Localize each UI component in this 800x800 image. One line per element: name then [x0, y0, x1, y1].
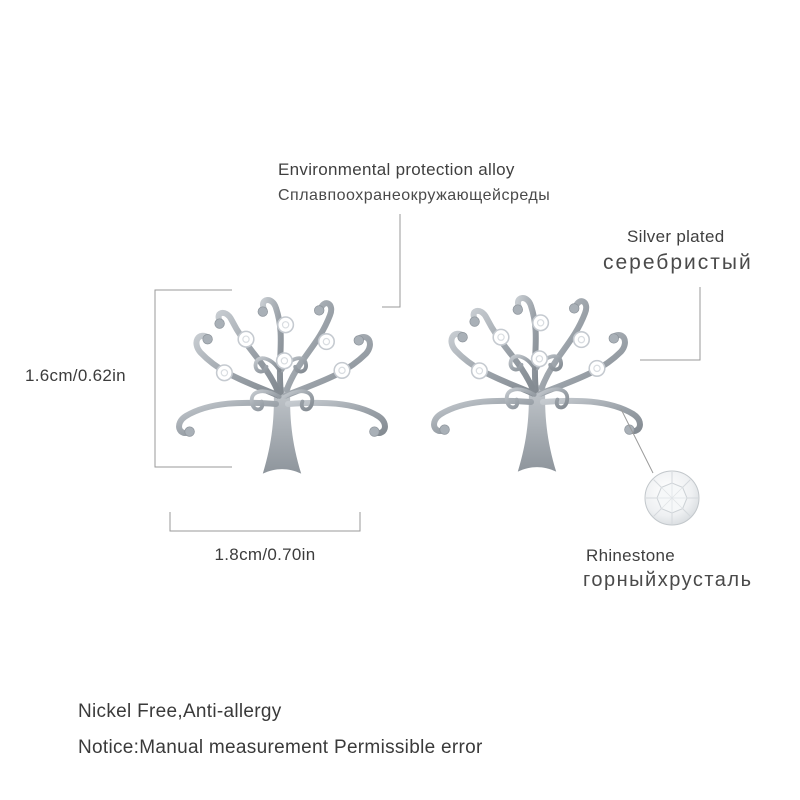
width-bracket — [169, 512, 361, 532]
footer-notice: Notice:Manual measurement Permissible er… — [78, 737, 483, 758]
label-height-measure: 1.6cm/0.62in — [25, 366, 126, 385]
label-alloy-en: Environmental protection alloy — [278, 160, 515, 179]
label-rhinestone-ru: горныйхрусталь — [583, 569, 753, 591]
label-width-measure: 1.8cm/0.70in — [214, 545, 316, 564]
callout-line-alloy — [382, 214, 401, 308]
label-alloy-ru: Сплавпоохранеокружающейсреды — [278, 187, 551, 204]
footer-nickel-free: Nickel Free,Anti-allergy — [78, 701, 282, 722]
label-rhinestone-en: Rhinestone — [586, 546, 676, 565]
label-silver-en: Silver plated — [627, 227, 725, 246]
tree-earring-left-image — [179, 300, 385, 474]
rhinestone-icon — [644, 470, 700, 526]
callout-line-rhinestone — [620, 408, 654, 474]
callout-line-silver — [640, 287, 701, 361]
height-bracket — [154, 289, 232, 468]
tree-earring-right-image — [434, 298, 640, 472]
label-silver-ru: серебристый — [603, 251, 753, 274]
